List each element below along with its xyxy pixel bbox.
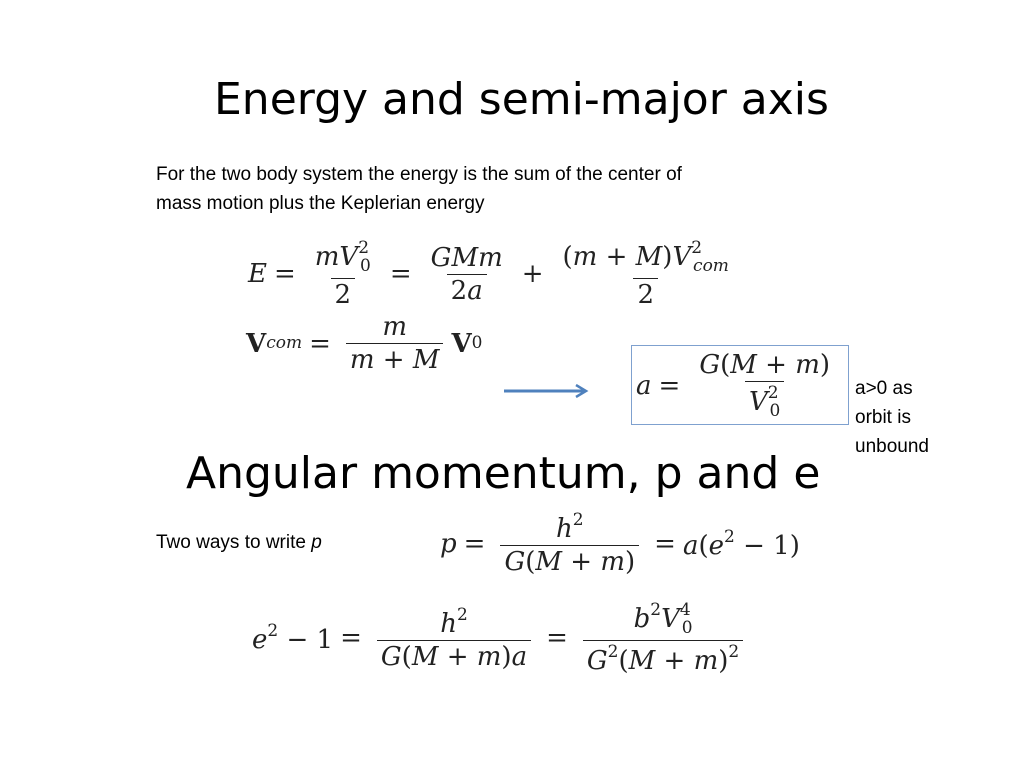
side-note-line-1: a>0 as: [855, 378, 913, 399]
arrow-icon: [502, 383, 594, 399]
side-note-line-2: orbit is: [855, 407, 911, 428]
side-note: a>0 as orbit is unbound: [855, 374, 975, 461]
two-ways-variable: p: [311, 532, 322, 553]
two-ways-label: Two ways to write p: [156, 528, 322, 557]
side-note-line-3: unbound: [855, 436, 929, 457]
intro-paragraph: For the two body system the energy is th…: [156, 160, 836, 218]
slide-title: Energy and semi-major axis: [214, 74, 829, 125]
semimajor-axis-equation: a= G(M + m)V20: [631, 345, 850, 425]
section-subtitle: Angular momentum, p and e: [186, 448, 821, 499]
intro-line-2: mass motion plus the Keplerian energy: [156, 193, 485, 214]
intro-line-1: For the two body system the energy is th…: [156, 164, 682, 185]
two-ways-text: Two ways to write: [156, 532, 306, 553]
